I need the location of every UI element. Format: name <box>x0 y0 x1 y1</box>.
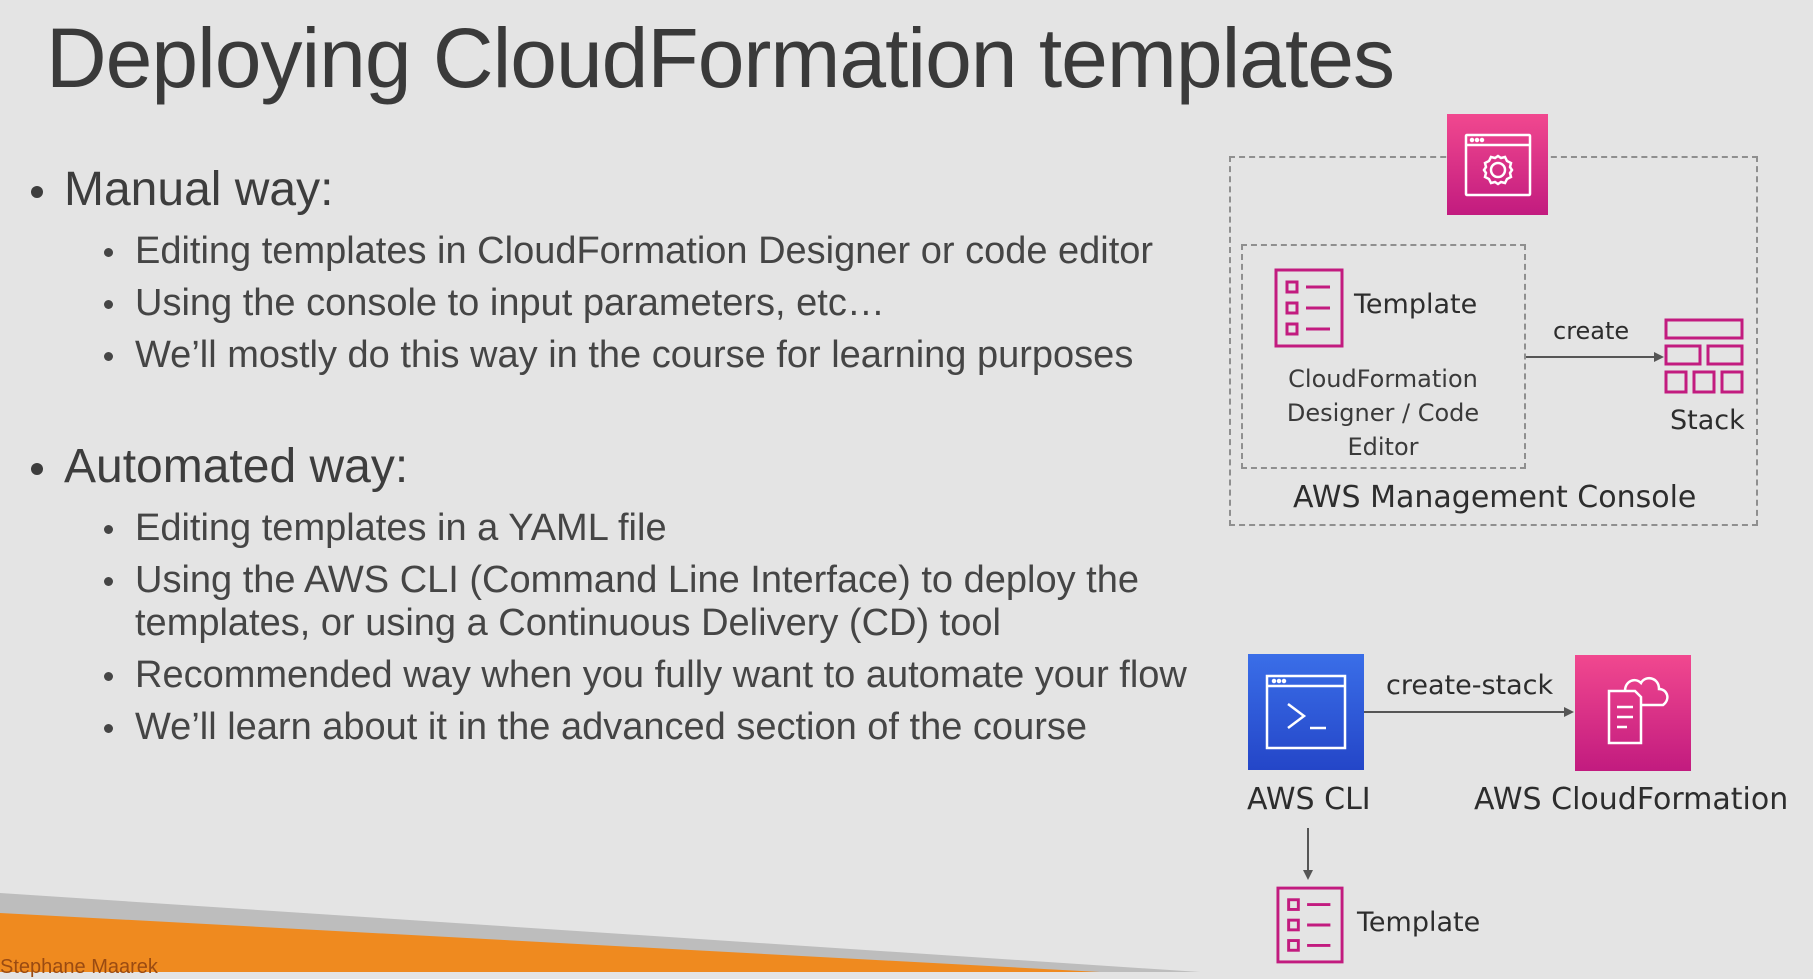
automated-item: Using the AWS CLI (Command Line Interfac… <box>104 559 1215 645</box>
cli-template-label: Template <box>1357 907 1481 938</box>
cloudformation-label: AWS CloudFormation <box>1474 782 1789 817</box>
template-icon <box>1276 886 1344 964</box>
automated-group: Automated way: Editing templates in a YA… <box>28 437 1228 749</box>
console-label: AWS Management Console <box>1293 480 1697 515</box>
designer-boundary <box>1241 244 1526 469</box>
bullet-list: Manual way: Editing templates in CloudFo… <box>28 160 1228 749</box>
manual-item: Using the console to input parameters, e… <box>104 282 1228 325</box>
cli-terminal-icon <box>1248 654 1364 770</box>
manual-group: Manual way: Editing templates in CloudFo… <box>28 160 1228 377</box>
automated-item: We’ll learn about it in the advanced sec… <box>104 706 1228 749</box>
cli-template-arrow <box>1303 828 1313 880</box>
template-label: Template <box>1354 289 1478 320</box>
manual-item: Editing templates in CloudFormation Desi… <box>104 230 1228 273</box>
template-icon <box>1274 268 1344 348</box>
automated-item: Recommended way when you fully want to a… <box>104 654 1215 697</box>
gear-window-icon <box>1447 114 1548 215</box>
stack-label: Stack <box>1670 405 1745 436</box>
stack-icon <box>1664 316 1744 396</box>
slide-title: Deploying CloudFormation templates <box>46 11 1395 105</box>
automated-heading: Automated way: <box>28 437 1228 497</box>
automated-item: Editing templates in a YAML file <box>104 507 1228 550</box>
create-arrow <box>1526 352 1664 362</box>
create-stack-label: create-stack <box>1386 670 1554 701</box>
designer-label: CloudFormation Designer / Code Editor <box>1286 365 1480 461</box>
create-stack-arrow <box>1364 707 1574 717</box>
manual-item: We’ll mostly do this way in the course f… <box>104 334 1228 377</box>
author-name: Stephane Maarek <box>0 956 158 978</box>
create-label: create <box>1553 317 1630 345</box>
manual-heading: Manual way: <box>28 160 1228 220</box>
cloudformation-icon <box>1575 655 1691 771</box>
cli-label: AWS CLI <box>1247 782 1371 817</box>
